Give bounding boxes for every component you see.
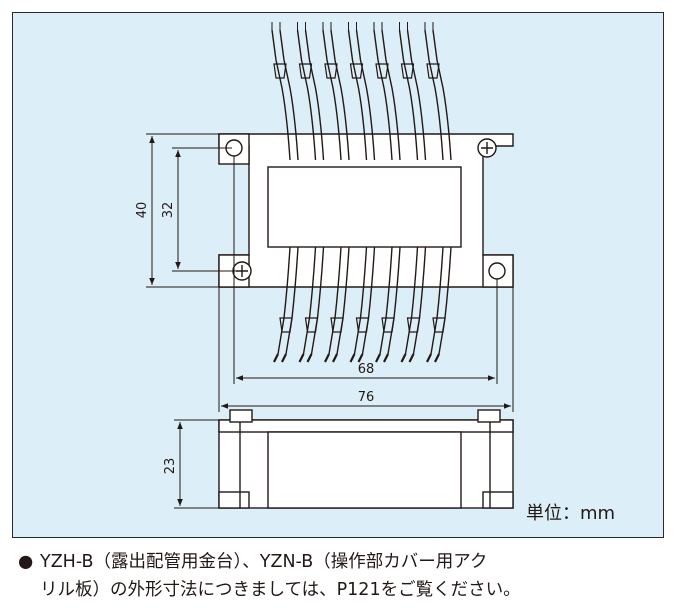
side-screw-left [229,409,253,423]
side-foot-left [218,491,250,509]
dim-text-40: 40 [135,202,150,219]
wire-bottom-sleeve [304,317,319,333]
wire-top [322,29,342,161]
dim-text-76: 76 [358,390,375,405]
wire-top-sleeve [298,63,313,79]
wire-top [381,29,401,161]
wire-top [398,29,419,161]
side-window [267,431,462,509]
wire-top-tip [373,22,383,30]
dim-text-32: 32 [161,202,176,219]
wire-bottom-tip [298,353,313,363]
label-window [267,166,462,248]
wire-top [279,29,299,161]
wire-bottom-tip [426,353,440,363]
wire-bottom-sleeve [432,317,446,333]
wire-top [424,29,444,161]
wire-bottom-sleeve [406,317,421,333]
wire-top [304,29,325,161]
wire-top-sleeve [273,63,287,79]
wire-bottom-tip [273,353,287,363]
dim-text-23: 23 [163,458,178,475]
wire-bottom-tip [400,353,415,363]
top-view [218,133,514,288]
wire-bottom-sleeve [330,317,344,333]
wire-top [271,29,291,161]
side-view [218,409,514,509]
wire-top [330,29,350,161]
wire-top-sleeve [349,63,364,79]
wire-bottom-sleeve [279,317,293,333]
side-foot-right [482,491,514,509]
footnote-line-2: リル板）の外形寸法につきましては、P121をご覧ください。 [40,580,521,600]
wire-top-sleeve [400,63,415,79]
wire-top-sleeve [375,63,389,79]
dimension-lines [146,133,514,509]
wire-bottom-tip [375,353,389,363]
side-screw-right [477,409,501,423]
wire-group [271,22,452,363]
wire-top-tip [322,22,332,30]
wire-top [347,29,368,161]
wire-top [373,29,393,161]
wire-top-tip [297,22,306,30]
wire-top-tip [348,22,357,30]
screw-top-right-icon [477,138,497,158]
wire-top [432,29,452,161]
wire-top-tip [271,22,281,30]
wire-bottom-sleeve [381,317,395,333]
wire-top [296,29,317,161]
wire-top-sleeve [426,63,440,79]
footnote: ● YZH-B（露出配管用金台）、YZN-B（操作部カバー用アク リル板）の外形寸… [18,548,668,604]
mounting-hole-bottom-right [488,262,506,280]
wire-top [406,29,427,161]
footnote-line-1: YZH-B（露出配管用金台）、YZN-B（操作部カバー用アク [40,552,488,572]
wire-bottom-tip [349,353,364,363]
wire-top-tip [399,22,408,30]
wire-bottom-sleeve [355,317,370,333]
unit-label: 単位：mm [526,503,616,524]
dim-text-68: 68 [358,362,375,377]
wire-top [355,29,376,161]
bullet-icon: ● [18,552,34,572]
side-flange-top [218,419,514,433]
wire-top-tip [424,22,434,30]
wire-top-sleeve [324,63,338,79]
wire-bottom-tip [324,353,338,363]
